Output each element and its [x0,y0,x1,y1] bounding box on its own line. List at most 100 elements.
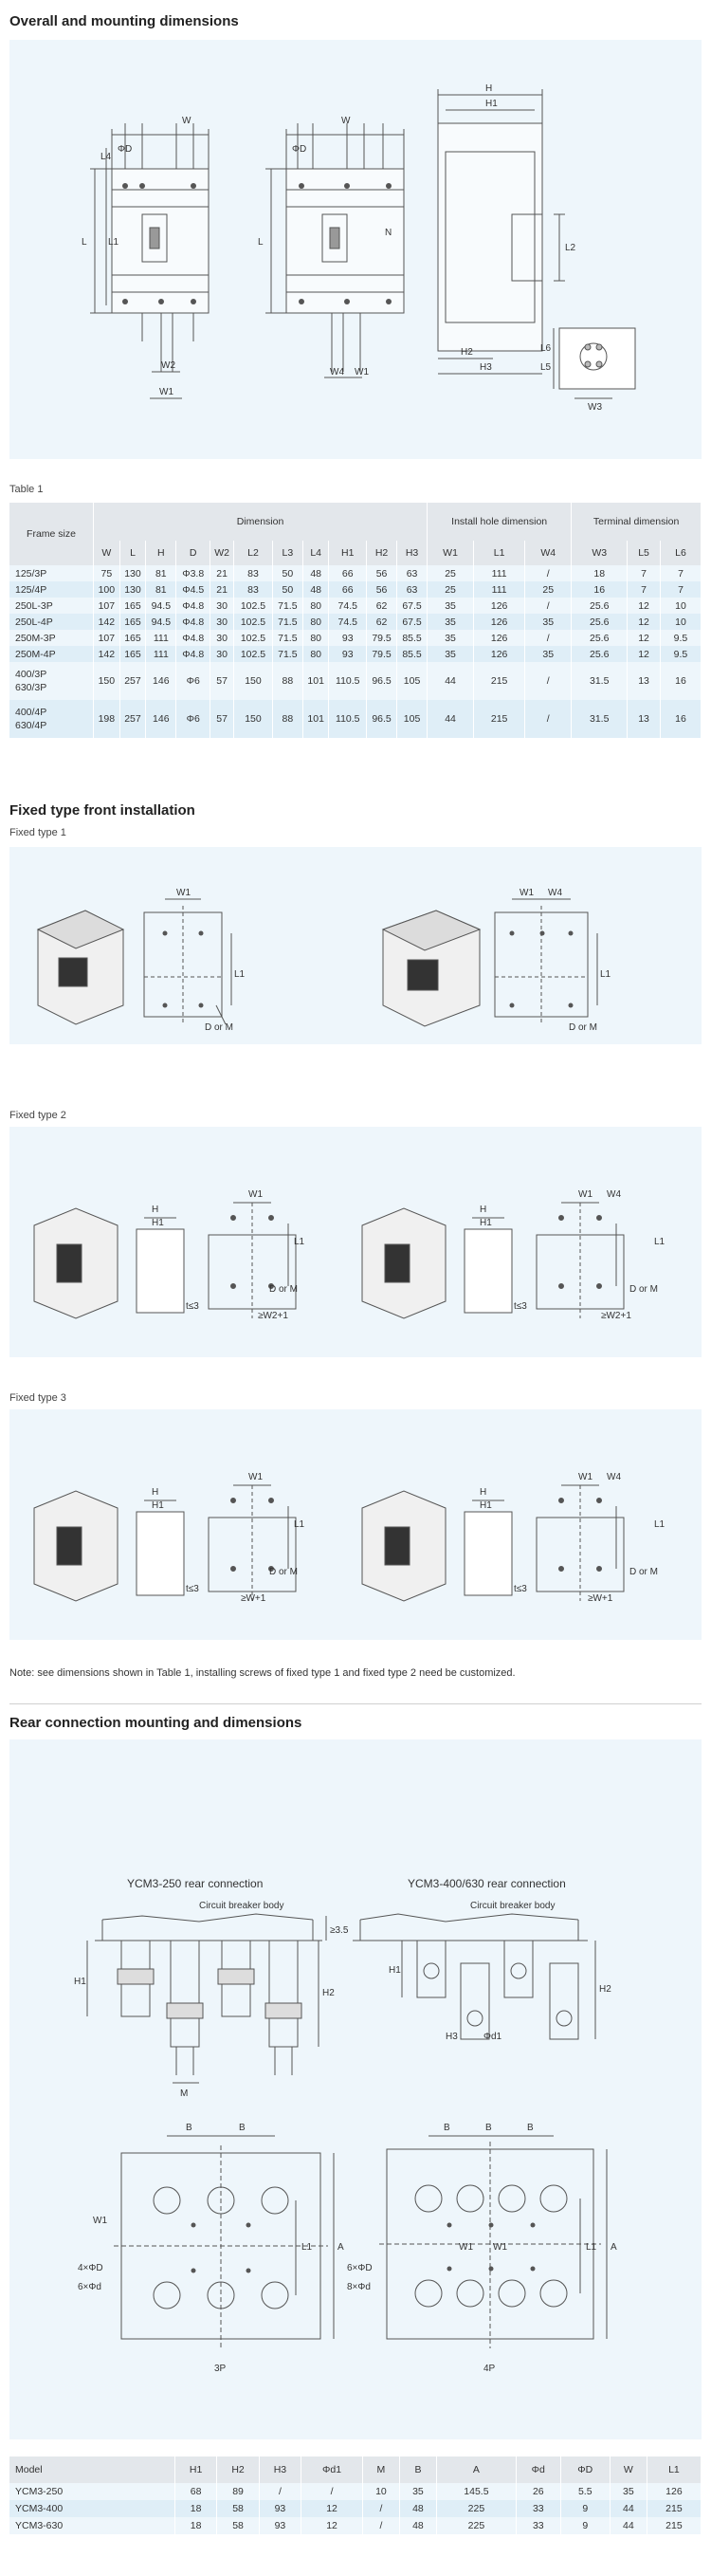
table-cell: 145.5 [436,2483,517,2500]
fixed2-w4-4p: W4 [607,1189,621,1200]
table-cell: 33 [516,2517,561,2534]
fixed3-3p-hole [268,1566,274,1572]
fixed2-w1: W1 [248,1189,263,1200]
rear400-h1: H1 [389,1965,401,1976]
fixed2-t3-4p: t≤3 [514,1301,527,1312]
col-header: H3 [396,541,428,565]
table-cell: 146 [145,662,177,700]
table-cell: 25 [524,581,573,598]
fixed2-h: H [152,1205,158,1215]
rear400-h3: H3 [446,2032,458,2042]
table-cell: 31.5 [571,700,629,738]
rear250-6phid: 6×Φd [78,2282,101,2292]
fixed2-gew2-4p: ≥W2+1 [601,1311,631,1321]
rear400-a: A [611,2242,617,2253]
table-cell: 74.5 [328,614,368,630]
table-cell: / [259,2483,302,2500]
fixed3-t3-4p: t≤3 [514,1584,527,1594]
table-cell: 62 [366,614,398,630]
table-cell: Φ4.8 [175,598,211,614]
rear400-4p: 4P [483,2364,496,2374]
table-cell: 107 [93,598,120,614]
fixed2-w1-4p: W1 [578,1189,592,1200]
frame-size-cell: 250M-3P [9,630,94,646]
rear-title: Rear connection mounting and dimensions [9,1715,302,1731]
fixed2-4p-side [464,1228,513,1314]
fixed1-iso-3p [36,910,125,1025]
rear250-l1: L1 [301,2242,313,2253]
table-cell: 165 [119,630,147,646]
table-cell: 13 [627,700,661,738]
frame-size-cell: 250M-4P [9,646,94,662]
col-header: B [399,2456,437,2483]
rear250-h2: H2 [322,1988,335,1998]
table-cell: 21 [210,581,235,598]
table-cell: 58 [216,2517,260,2534]
fixed3-h: H [152,1487,158,1498]
table-cell: 150 [233,700,273,738]
rear250-b2: B [239,2123,246,2133]
fixed2-dorm: D or M [269,1284,298,1295]
fixed-type-1-panel [9,847,702,1044]
table1-caption: Table 1 [9,484,44,495]
frame-size-cell: 125/4P [9,581,94,598]
rear400-w1b: W1 [493,2242,507,2253]
rear250-body-line [101,1913,314,1923]
fixed-type-1-label: Fixed type 1 [9,827,66,838]
table-cell: 12 [301,2500,363,2517]
table-cell: 71.5 [272,646,303,662]
table-cell: 12 [301,2517,363,2534]
fixed3-gew1-4p: ≥W+1 [588,1593,613,1604]
table-cell: 198 [93,700,120,738]
table-cell: 13 [627,662,661,700]
table-cell: 215 [473,700,526,738]
table-cell: 225 [436,2517,517,2534]
rear250-w1: W1 [93,2216,107,2226]
fixed3-4p-hole [596,1498,602,1503]
table-cell: 12 [627,614,661,630]
table-cell: 96.5 [366,662,398,700]
table-cell: 165 [119,646,147,662]
fixed2-3p-handle [56,1243,82,1283]
rear400-l1: L1 [586,2242,597,2253]
fixed2-dorm-4p: D or M [629,1284,658,1295]
fixed2-3p-hole [268,1215,274,1221]
dimension-table: Frame size Dimension Install hole dimens… [9,503,702,738]
overall-dimension-drawing: W L4 ΦD L L1 W2 W1 W ΦD L N W4 W1 H H1 L… [82,83,636,413]
table-cell: Φ6 [175,662,211,700]
label-w-3p: W [182,116,191,126]
fixed1-w1-4p: W1 [520,888,534,898]
table-cell: 35 [427,614,475,630]
rear400-h2: H2 [599,1984,611,1995]
breaker-front-3p [111,168,210,314]
label-l5: L5 [540,362,552,373]
fixed1-l1-4p: L1 [600,969,611,980]
table-cell: 215 [473,662,526,700]
table-cell: 71.5 [272,598,303,614]
table-cell: 44 [427,700,475,738]
col-header: W [93,541,120,565]
frame-size-cell: 250L-4P [9,614,94,630]
fixed2-h1-4p: H1 [480,1218,492,1228]
table-cell: 83 [233,581,273,598]
table-cell: 66 [328,565,368,581]
fixed3-h1-4p: H1 [480,1500,492,1511]
table-cell: 9 [560,2517,611,2534]
label-l-4p: L [258,237,264,248]
table-cell: 225 [436,2500,517,2517]
table-cell: / [301,2483,363,2500]
table-cell: 215 [647,2500,702,2517]
table-cell: 25 [427,565,475,581]
header-terminal: Terminal dimension [571,503,702,541]
table-cell: 25.6 [571,598,629,614]
rear400-6phid: 6×ΦD [347,2263,373,2273]
header-dimension: Dimension [93,503,428,541]
fixed2-4p-hole [558,1215,564,1221]
table-cell: 16 [660,700,702,738]
col-header: Φd1 [301,2456,363,2483]
col-header: H3 [259,2456,302,2483]
rear250-b1: B [186,2123,192,2133]
installation-note: Note: see dimensions shown in Table 1, i… [9,1667,516,1679]
